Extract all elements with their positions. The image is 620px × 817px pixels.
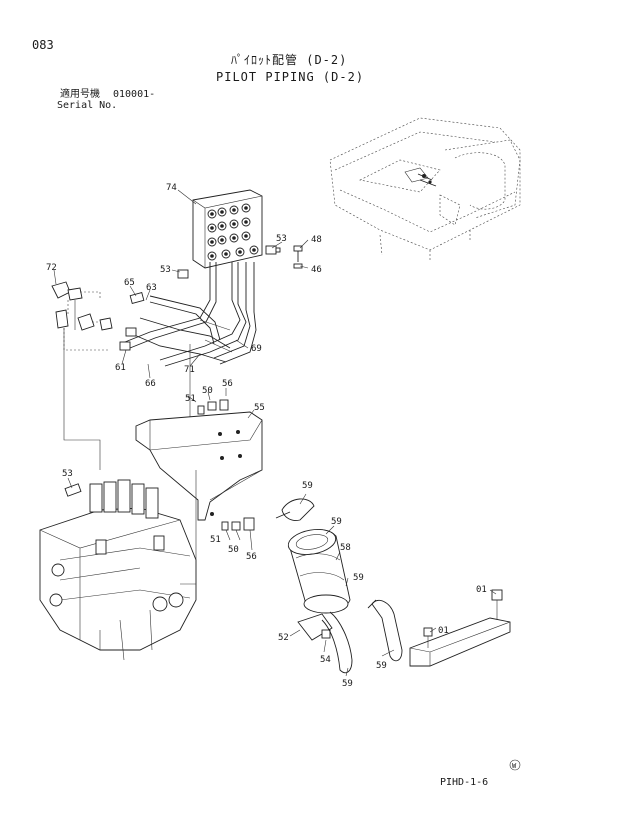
bracket-55 (135, 388, 263, 551)
callout-50: 50 (202, 386, 213, 396)
callout-56: 56 (246, 552, 257, 562)
callout-51: 51 (185, 394, 196, 404)
callout-59: 59 (331, 517, 342, 527)
callout-59: 59 (302, 481, 313, 491)
callout-55: 55 (254, 403, 265, 413)
callout-65: 65 (124, 278, 135, 288)
pilot-valve-block (177, 189, 303, 279)
pilot-hoses (119, 262, 257, 367)
callout-53: 53 (160, 265, 171, 275)
callout-52: 52 (278, 633, 289, 643)
callout-69: 69 (251, 344, 262, 354)
callout-59: 59 (353, 573, 364, 583)
callout-01: 01 (476, 585, 487, 595)
callout-labels: 74 53 48 53 46 72 65 63 69 71 61 66 50 5… (46, 183, 487, 689)
callout-01: 01 (438, 626, 449, 636)
page-title-japanese: ﾊﾟｲﾛｯﾄ配管 (D-2) (231, 53, 348, 67)
callout-51: 51 (210, 535, 221, 545)
callout-53: 53 (62, 469, 73, 479)
serial-label-japanese: 適用号機 (60, 89, 100, 100)
leader-lines (53, 189, 497, 677)
fitting-group-72 (51, 281, 113, 351)
serial-label: Serial No. (57, 100, 118, 111)
revision-mark-letter: W (512, 762, 517, 770)
page-number: 083 (32, 38, 54, 52)
callout-59: 59 (376, 661, 387, 671)
footer-code: PIHD-1-6 (440, 777, 489, 788)
callout-74: 74 (166, 183, 177, 193)
callout-66: 66 (145, 379, 156, 389)
machine-overview (329, 117, 521, 262)
callout-72: 72 (46, 263, 57, 273)
intake-hose-assembly (275, 498, 403, 674)
callout-61: 61 (115, 363, 126, 373)
callout-46: 46 (311, 265, 322, 275)
revision-mark: W (509, 759, 521, 771)
callout-53: 53 (276, 234, 287, 244)
callout-56: 56 (222, 379, 233, 389)
control-valve (39, 470, 197, 661)
callout-59: 59 (342, 679, 353, 689)
callout-71: 71 (184, 365, 195, 375)
callout-58: 58 (340, 543, 351, 553)
callout-63: 63 (146, 283, 157, 293)
callout-50: 50 (228, 545, 239, 555)
serial-range: 010001- (113, 89, 156, 100)
callout-54: 54 (320, 655, 331, 665)
callout-48: 48 (311, 235, 322, 245)
page-title: PILOT PIPING (D-2) (216, 70, 365, 84)
bracket-01 (409, 589, 511, 667)
